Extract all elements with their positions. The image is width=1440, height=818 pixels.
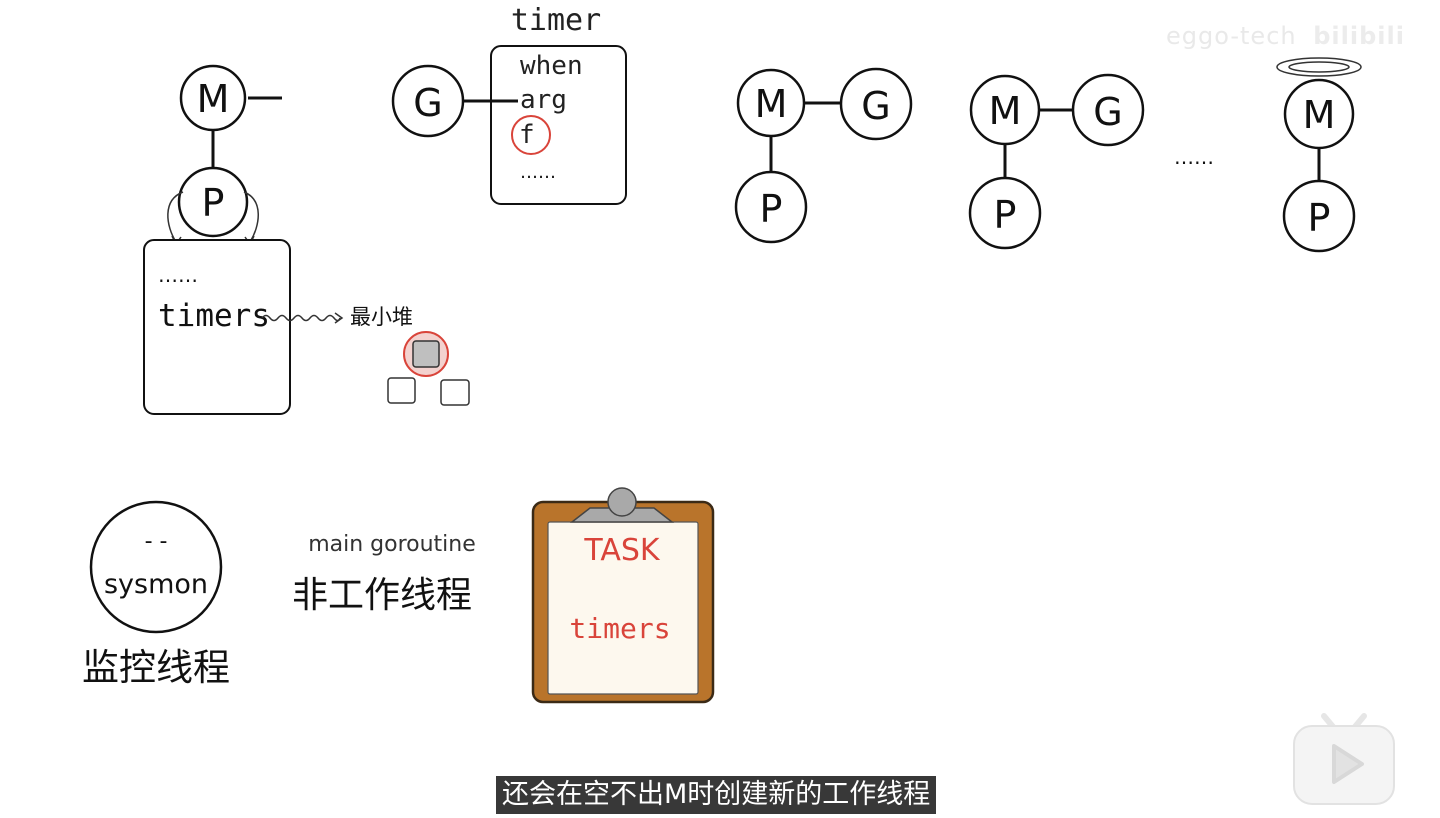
m-node-3 [969, 74, 1041, 146]
timers-field-label: timers [158, 298, 270, 334]
heap-left-node [387, 377, 416, 404]
sysmon-group: - - sysmon 监控线程 [82, 500, 230, 689]
m-node [179, 64, 247, 132]
timer-field-f: f [519, 120, 535, 150]
timer-field-arg: arg [520, 85, 567, 115]
g-node [391, 64, 465, 138]
halo-inner [1288, 61, 1350, 73]
m-label-3: M [989, 89, 1022, 133]
wavy-arrow [261, 314, 341, 322]
timer-field-more: …… [520, 162, 556, 183]
p-node-2 [734, 170, 808, 244]
sysmon-label: sysmon [104, 569, 208, 600]
play-icon [1293, 713, 1395, 805]
p-label-4: P [1308, 196, 1331, 240]
main-goroutine-group: main goroutine 非工作线程 [292, 532, 476, 616]
sysmon-node [89, 500, 223, 634]
bilibili-logo: bilibili [1313, 22, 1405, 50]
timer-field-when: when [520, 51, 583, 81]
sysmon-eyes: - - [145, 529, 168, 554]
main-goroutine-label: main goroutine [308, 532, 476, 557]
p-node [177, 166, 249, 238]
p-node-4 [1282, 179, 1356, 253]
m-g-p-group-1: M G P [734, 67, 913, 244]
m-label: M [197, 77, 230, 121]
timer-field-f-highlight [511, 115, 551, 155]
subtitle-caption: 还会在空不出M时创建新的工作线程 [496, 776, 937, 814]
p-local-box [143, 239, 291, 415]
p-label-3: P [994, 193, 1017, 237]
watermark: eggo-tech bilibili [1166, 22, 1405, 50]
g-node-3 [1071, 73, 1145, 147]
p-node-3 [968, 176, 1042, 250]
task-title: TASK [583, 533, 661, 568]
task-item-timers: timers [569, 612, 670, 645]
g-label-3: G [1093, 90, 1122, 134]
g-label-2: G [861, 84, 890, 128]
p-box-dots: …… [158, 263, 198, 287]
timer-struct-box [490, 45, 627, 205]
monitor-thread-label: 监控线程 [82, 646, 230, 689]
ellipsis-more-mp: …… [1174, 145, 1214, 169]
p-label-2: P [760, 187, 783, 231]
min-heap-label: 最小堆 [350, 305, 413, 329]
g-node-2 [839, 67, 913, 141]
play-button[interactable] [1290, 706, 1398, 806]
m-p-group-timers: M P …… timers 最小堆 [143, 64, 470, 415]
m-node-idle [1283, 78, 1355, 150]
m-g-p-group-2: M G P [968, 73, 1145, 250]
m-label-idle: M [1303, 93, 1336, 137]
heap-root-node [412, 340, 440, 368]
m-label-2: M [755, 82, 788, 126]
clipboard-clip-ring [607, 487, 637, 517]
heap-right-node [440, 379, 470, 406]
watermark-text: eggo-tech [1166, 22, 1297, 50]
non-worker-thread-label: 非工作线程 [292, 575, 472, 616]
idle-m-p-group: M P [1276, 57, 1362, 253]
g-timer-group: timer G when arg f …… [391, 3, 627, 205]
halo-outer [1276, 57, 1362, 77]
g-label: G [413, 81, 442, 125]
p-label: P [202, 181, 225, 225]
m-node-2 [736, 68, 806, 138]
task-clipboard: TASK timers [531, 487, 715, 704]
timer-title: timer [511, 3, 601, 38]
